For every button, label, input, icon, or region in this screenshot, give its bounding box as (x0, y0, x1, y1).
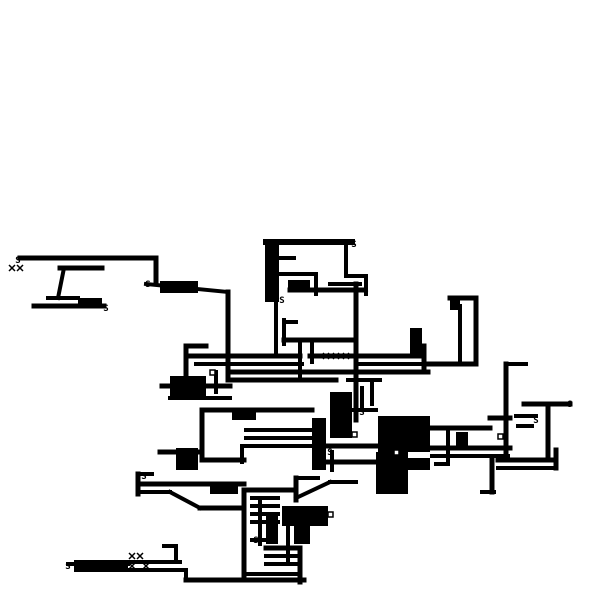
solid-block (160, 281, 198, 293)
item-box-icon (393, 449, 400, 456)
solid-block (408, 458, 430, 470)
spawn-marker-label: S (65, 562, 70, 572)
spawn-marker-label: S (359, 408, 364, 418)
item-box-icon (351, 431, 358, 438)
spawn-marker-label: S (363, 286, 368, 296)
cross-marker-icon (8, 264, 16, 272)
solid-block (265, 242, 279, 302)
spawn-marker-label: S (145, 280, 150, 290)
solid-block (294, 526, 310, 544)
item-box-icon (497, 433, 504, 440)
corridor-wall (293, 479, 333, 501)
wall-layer (17, 239, 573, 585)
marker-layer: S S S S S S S S S S S S S (8, 240, 573, 572)
solid-block (288, 280, 310, 292)
item-box-icon (209, 369, 216, 376)
spawn-marker-label: S (567, 400, 572, 410)
spawn-marker-label: S (141, 472, 146, 482)
spawn-marker-label: S (279, 296, 284, 306)
spawn-marker-label: S (103, 304, 108, 314)
solid-block (450, 296, 460, 310)
solid-block (170, 376, 206, 398)
item-box-icon (327, 511, 334, 518)
cross-marker-icon (332, 352, 340, 360)
solid-block (176, 448, 198, 470)
solid-block (312, 418, 326, 470)
cross-marker-icon (128, 552, 136, 560)
spawn-marker-label: S (533, 416, 538, 426)
solid-block (456, 432, 468, 446)
solid-block (210, 482, 238, 494)
solid-block (74, 560, 128, 572)
solid-block (376, 452, 408, 494)
solid-block-layer (74, 242, 468, 572)
cross-marker-icon (342, 352, 350, 360)
cross-marker-icon (128, 562, 136, 570)
cross-marker-icon (16, 264, 24, 272)
cross-marker-icon (322, 352, 330, 360)
spawn-marker-label: S (15, 256, 20, 266)
corridor-wall (167, 489, 203, 511)
solid-block (266, 512, 278, 544)
solid-block (282, 506, 328, 526)
spawn-marker-label: S (351, 240, 356, 250)
corridor-wall (55, 265, 67, 301)
solid-block (378, 416, 430, 452)
cross-marker-icon (142, 562, 150, 570)
solid-block (410, 328, 422, 354)
solid-block (78, 298, 102, 308)
spawn-marker-label: S (327, 448, 332, 458)
cross-marker-icon (136, 552, 144, 560)
solid-block (330, 392, 352, 438)
spawn-marker-label: S (253, 536, 258, 546)
solid-block (232, 408, 256, 420)
